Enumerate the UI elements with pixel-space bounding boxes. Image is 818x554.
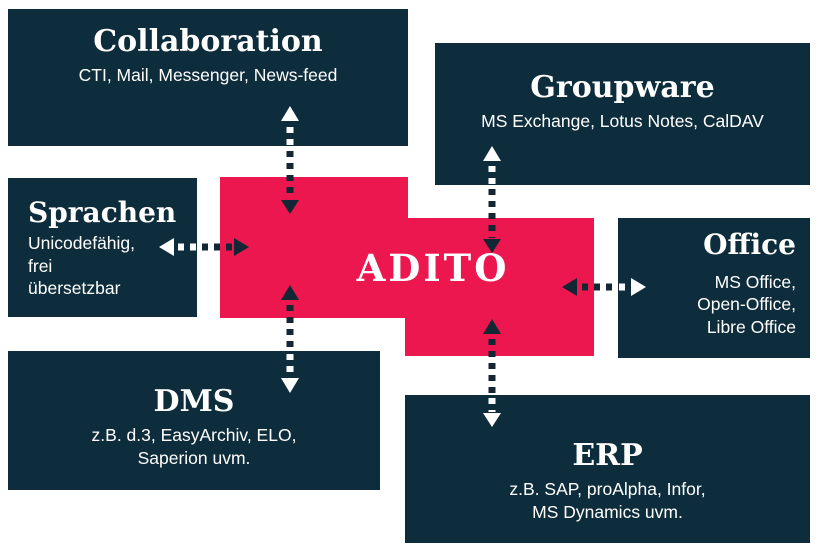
adito-shape-left: [220, 177, 408, 318]
node-groupware-subtitle: MS Exchange, Lotus Notes, CalDAV: [481, 111, 764, 131]
node-erp-subtitle: z.B. SAP, proAlpha, Infor, MS Dynamics u…: [405, 478, 810, 524]
node-sprachen-line-3: übersetzbar: [28, 278, 121, 299]
node-office-subtitle: MS Office, Open-Office, Libre Office: [618, 271, 796, 338]
node-erp-line-2: MS Dynamics uvm.: [532, 501, 683, 522]
node-dms-line-1: z.B. d.3, EasyArchiv, ELO,: [91, 425, 297, 445]
node-sprachen: Sprachen Unicodefähig, frei übersetzbar: [8, 178, 197, 317]
node-collaboration-subtitle: CTI, Mail, Messenger, News-feed: [78, 65, 338, 85]
node-erp: ERP z.B. SAP, proAlpha, Infor, MS Dynami…: [405, 395, 810, 543]
node-office-line-1: MS Office,: [714, 271, 796, 292]
node-office-line-2: Open-Office,: [697, 294, 796, 315]
node-erp-line-1: z.B. SAP, proAlpha, Infor,: [509, 479, 706, 499]
node-sprachen-line-1: Unicodefähig,: [28, 232, 136, 253]
node-groupware: Groupware MS Exchange, Lotus Notes, CalD…: [435, 43, 810, 185]
node-office: Office MS Office, Open-Office, Libre Off…: [618, 218, 810, 358]
adito-label: ADITO: [356, 246, 510, 290]
node-groupware-title: Groupware: [530, 70, 715, 105]
node-dms-subtitle: z.B. d.3, EasyArchiv, ELO, Saperion uvm.: [8, 424, 380, 470]
node-sprachen-line-2: frei: [28, 255, 53, 276]
node-sprachen-subtitle: Unicodefähig, frei übersetzbar: [28, 232, 185, 300]
node-dms-title: DMS: [153, 384, 235, 419]
node-office-line-3: Libre Office: [706, 316, 796, 337]
node-office-title: Office: [703, 228, 796, 261]
node-sprachen-title: Sprachen: [28, 196, 177, 229]
node-dms: DMS z.B. d.3, EasyArchiv, ELO, Saperion …: [8, 351, 380, 490]
node-erp-title: ERP: [572, 438, 643, 473]
node-collaboration: Collaboration CTI, Mail, Messenger, News…: [8, 9, 408, 146]
node-dms-line-2: Saperion uvm.: [137, 447, 251, 468]
node-collaboration-title: Collaboration: [93, 24, 323, 59]
